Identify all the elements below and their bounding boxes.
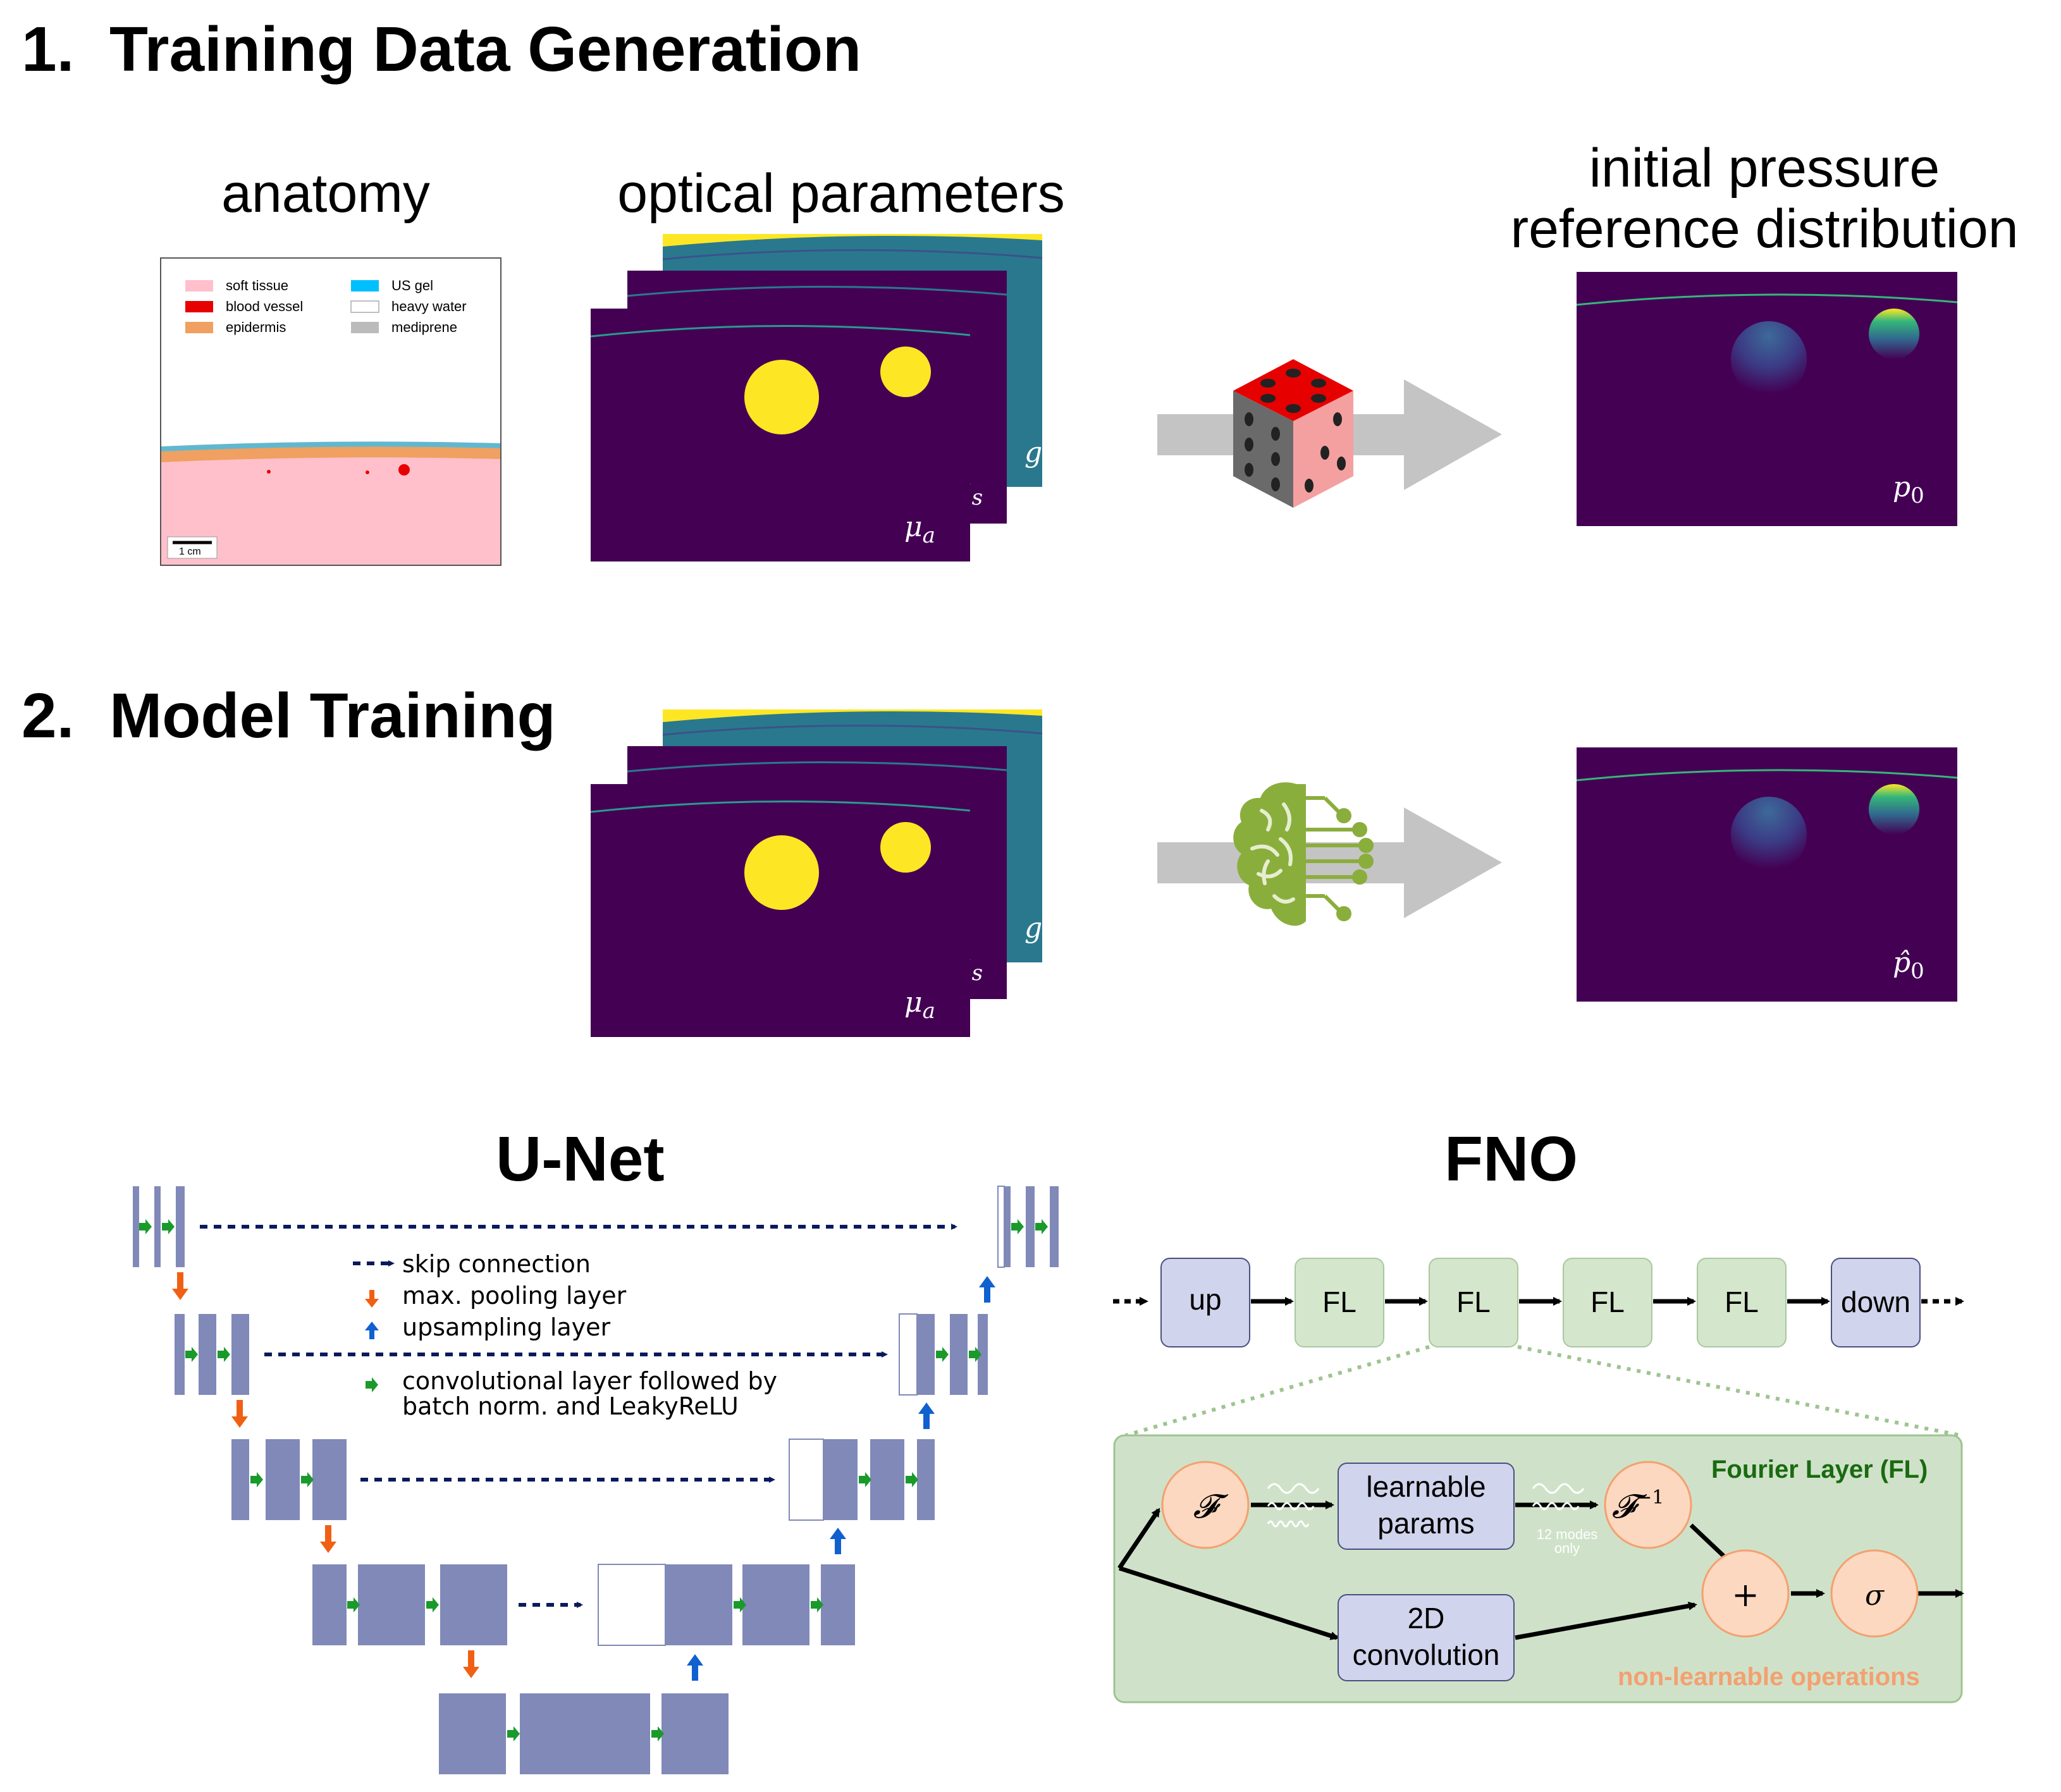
modes-note-line1: 12 modes bbox=[1536, 1526, 1598, 1542]
fno-fl-block-4 bbox=[1697, 1258, 1787, 1347]
svg-text:p̂0: p̂0 bbox=[1893, 947, 1924, 984]
conv2d-line1: 2D bbox=[1407, 1602, 1445, 1635]
fourier-modes-icon-right bbox=[1532, 1483, 1585, 1511]
non-learnable-label: non-learnable operations bbox=[1618, 1663, 1920, 1691]
learnable-params-line1: learnable bbox=[1366, 1470, 1486, 1503]
pressure-title: initial pressure reference distribution bbox=[1473, 138, 2055, 260]
mua-map: μa bbox=[590, 309, 971, 562]
unet-legend-conv-line1: convolutional layer followed by bbox=[402, 1367, 777, 1395]
learnable-params-line2: params bbox=[1377, 1507, 1475, 1540]
legend-swatch-mediprene bbox=[351, 322, 379, 333]
svg-text:+: + bbox=[1732, 1576, 1759, 1614]
svg-text:𝓕−1: 𝓕−1 bbox=[1612, 1487, 1664, 1526]
fno-fl-block-3 bbox=[1563, 1258, 1652, 1347]
legend-label-us-gel: US gel bbox=[391, 278, 434, 293]
legend-label-mediprene: mediprene bbox=[391, 319, 457, 335]
legend-swatch-heavy-water bbox=[350, 300, 379, 313]
svg-text:g: g bbox=[1024, 912, 1042, 944]
learnable-params-label: learnable params bbox=[1338, 1468, 1514, 1542]
conv2d-label: 2D convolution bbox=[1338, 1600, 1514, 1673]
sum-node bbox=[1701, 1549, 1790, 1638]
fno-fl-block-2 bbox=[1429, 1258, 1518, 1347]
svg-text:p0: p0 bbox=[1893, 471, 1924, 508]
epidermis-layer bbox=[161, 446, 500, 462]
legend-label-blood-vessel: blood vessel bbox=[226, 298, 304, 314]
activation-node bbox=[1830, 1549, 1919, 1638]
optical-parameter-stack-2: g μs μa bbox=[590, 709, 1042, 1037]
unet-legend-skip: skip connection bbox=[402, 1250, 591, 1278]
svg-text:μa: μa bbox=[904, 986, 935, 1024]
conv2d-line2: convolution bbox=[1352, 1638, 1500, 1671]
learnable-params-block bbox=[1338, 1463, 1515, 1550]
inverse-fourier-node bbox=[1604, 1461, 1692, 1549]
blood-vessel-large bbox=[398, 464, 410, 476]
section1-heading: 1. Training Data Generation bbox=[22, 18, 861, 81]
fno-up-label: up bbox=[1189, 1283, 1222, 1316]
svg-text:g: g bbox=[1024, 436, 1042, 469]
conv2d-block bbox=[1338, 1594, 1515, 1681]
unet-title: U-Net bbox=[496, 1124, 665, 1194]
mua-map-2: μa bbox=[590, 784, 971, 1037]
pressure-title-line2: reference distribution bbox=[1510, 199, 2019, 260]
legend-swatch-soft-tissue bbox=[185, 280, 213, 292]
brain-circuit-icon bbox=[1233, 782, 1374, 926]
legend-label-heavy-water: heavy water bbox=[391, 298, 467, 314]
unet-legend-conv: convolutional layer followed by batch no… bbox=[402, 1368, 777, 1419]
pressure-prediction-2: p̂0 bbox=[1577, 747, 1957, 1002]
legend-label-soft-tissue: soft tissue bbox=[226, 278, 289, 293]
anatomy-image bbox=[161, 280, 500, 565]
svg-text:μa: μa bbox=[904, 511, 935, 548]
unet-legend-pool: max. pooling layer bbox=[402, 1282, 627, 1310]
modes-note: 12 modes only bbox=[1523, 1528, 1611, 1556]
svg-text:σ: σ bbox=[1865, 1580, 1885, 1612]
anatomy-panel: soft tissue US gel blood vessel heavy wa… bbox=[160, 257, 501, 566]
scalebar-label: 1 cm bbox=[179, 546, 201, 557]
fno-fl-label-2: FL bbox=[1456, 1286, 1491, 1318]
legend-swatch-us-gel bbox=[351, 280, 379, 292]
modes-note-line2: only bbox=[1554, 1540, 1580, 1556]
unet-legend-conv-line2: batch norm. and LeakyReLU bbox=[402, 1392, 739, 1420]
fno-up-block bbox=[1160, 1258, 1250, 1347]
fno-title: FNO bbox=[1444, 1124, 1578, 1194]
legend-swatch-epidermis bbox=[185, 322, 213, 333]
anatomy-title: anatomy bbox=[221, 163, 430, 224]
gel-layer bbox=[161, 441, 500, 451]
section1-number: 1. bbox=[22, 14, 75, 85]
fourier-transform-node bbox=[1161, 1461, 1250, 1549]
fno-down-block bbox=[1831, 1258, 1921, 1347]
fourier-modes-icon-left bbox=[1267, 1483, 1320, 1528]
fno-fl-label-3: FL bbox=[1590, 1286, 1625, 1318]
section2-number: 2. bbox=[22, 680, 75, 751]
legend-label-epidermis: epidermis bbox=[226, 319, 286, 335]
scalebar-box bbox=[167, 536, 218, 559]
pressure-title-line1: initial pressure bbox=[1589, 138, 1940, 199]
section2-title: Model Training bbox=[109, 680, 556, 751]
optical-parameter-stack-1: g μs μa bbox=[590, 234, 1042, 562]
fno-fl-label-1: FL bbox=[1322, 1286, 1357, 1318]
soft-tissue-region bbox=[161, 441, 500, 565]
section2-heading: 2. Model Training bbox=[22, 684, 556, 747]
blood-vessel-small-2 bbox=[366, 470, 369, 474]
fno-fl-label-4: FL bbox=[1725, 1286, 1759, 1318]
fourier-layer-title: Fourier Layer (FL) bbox=[1711, 1456, 1928, 1483]
optical-parameters-title: optical parameters bbox=[617, 163, 1065, 224]
dice-icon bbox=[1233, 359, 1353, 508]
unet-diagram bbox=[133, 1186, 1059, 1774]
section1-title: Training Data Generation bbox=[109, 14, 862, 85]
legend-swatch-blood-vessel bbox=[185, 301, 213, 312]
fno-down-label: down bbox=[1841, 1286, 1910, 1318]
fno-fl-block-1 bbox=[1295, 1258, 1384, 1347]
unet-legend-up: upsampling layer bbox=[402, 1313, 611, 1341]
pressure-output-1: p0 bbox=[1577, 272, 1957, 526]
fno-diagram: 𝓕 𝓕−1 + σ bbox=[1113, 1258, 1964, 1703]
blood-vessel-small-1 bbox=[267, 470, 271, 474]
